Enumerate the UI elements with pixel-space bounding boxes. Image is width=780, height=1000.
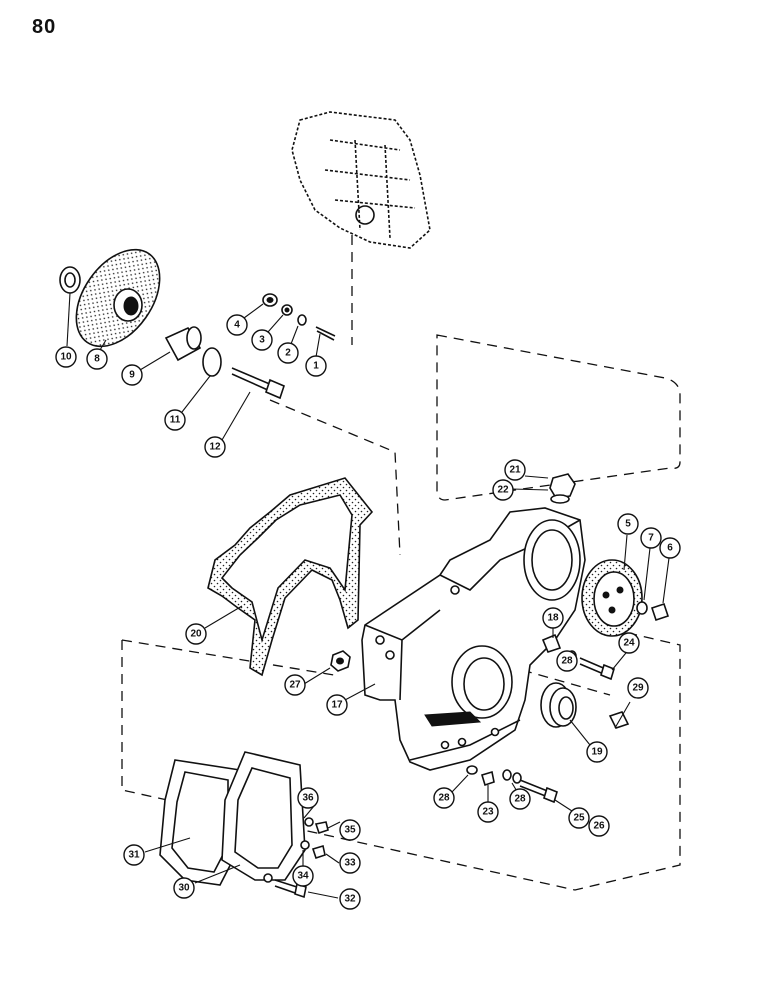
svg-text:10: 10 bbox=[60, 352, 72, 363]
plug-21-washer-22 bbox=[549, 473, 576, 504]
callout-11: 11 bbox=[164, 409, 186, 431]
svg-text:36: 36 bbox=[302, 793, 314, 804]
svg-text:35: 35 bbox=[344, 825, 356, 836]
callout-21: 21 bbox=[504, 459, 526, 481]
callout-5: 5 bbox=[617, 513, 639, 535]
callout-1: 1 bbox=[305, 355, 327, 377]
bolt-6 bbox=[650, 602, 670, 622]
svg-text:3: 3 bbox=[259, 335, 265, 346]
lower-hardware bbox=[466, 765, 558, 804]
callout-12: 12 bbox=[204, 436, 226, 458]
svg-text:24: 24 bbox=[623, 638, 635, 649]
callout-6: 6 bbox=[659, 537, 681, 559]
leader-lines bbox=[66, 292, 670, 899]
svg-text:33: 33 bbox=[344, 858, 356, 869]
callout-18: 18 bbox=[542, 607, 564, 629]
callout-28-left: 28 bbox=[433, 787, 455, 809]
svg-text:28: 28 bbox=[561, 656, 573, 667]
svg-text:34: 34 bbox=[297, 871, 309, 882]
callout-35: 35 bbox=[339, 819, 361, 841]
svg-text:5: 5 bbox=[625, 519, 631, 530]
svg-text:4: 4 bbox=[234, 320, 240, 331]
bolt-24 bbox=[579, 657, 615, 681]
callout-33: 33 bbox=[339, 852, 361, 874]
callout-31: 31 bbox=[123, 844, 145, 866]
callout-26: 26 bbox=[588, 815, 610, 837]
svg-text:17: 17 bbox=[331, 700, 343, 711]
svg-text:1: 1 bbox=[313, 361, 319, 372]
callout-10: 10 bbox=[55, 346, 77, 368]
svg-text:18: 18 bbox=[547, 613, 559, 624]
callout-3: 3 bbox=[251, 329, 273, 351]
svg-text:9: 9 bbox=[129, 370, 135, 381]
page-number: 80 bbox=[32, 16, 57, 38]
hardware-1-4 bbox=[262, 293, 336, 341]
svg-text:28: 28 bbox=[514, 794, 526, 805]
svg-text:7: 7 bbox=[648, 533, 654, 544]
svg-text:2: 2 bbox=[285, 348, 291, 359]
cover-gasket-31 bbox=[159, 759, 241, 886]
nut-27 bbox=[330, 650, 351, 672]
svg-text:6: 6 bbox=[667, 543, 673, 554]
hub-9 bbox=[164, 326, 202, 362]
callout-30: 30 bbox=[173, 877, 195, 899]
washer-11 bbox=[202, 347, 222, 377]
svg-text:28: 28 bbox=[438, 793, 450, 804]
svg-text:20: 20 bbox=[190, 629, 202, 640]
callout-25: 25 bbox=[568, 807, 590, 829]
svg-text:12: 12 bbox=[209, 442, 221, 453]
callout-19: 19 bbox=[586, 741, 608, 763]
assembly-dashed-lines bbox=[121, 235, 681, 891]
svg-text:32: 32 bbox=[344, 894, 356, 905]
callout-29: 29 bbox=[627, 677, 649, 699]
svg-text:26: 26 bbox=[593, 821, 605, 832]
callout-28-right: 28 bbox=[509, 788, 531, 810]
cover-hardware bbox=[263, 817, 329, 899]
svg-text:27: 27 bbox=[289, 680, 301, 691]
callout-17: 17 bbox=[326, 694, 348, 716]
svg-text:21: 21 bbox=[509, 465, 521, 476]
pump-gear-5 bbox=[581, 559, 643, 637]
svg-text:30: 30 bbox=[178, 883, 190, 894]
svg-text:29: 29 bbox=[632, 683, 644, 694]
svg-text:31: 31 bbox=[128, 850, 140, 861]
callout-24: 24 bbox=[618, 632, 640, 654]
callout-32: 32 bbox=[339, 888, 361, 910]
bushing-18 bbox=[541, 633, 562, 653]
callout-27: 27 bbox=[284, 674, 306, 696]
callout-4: 4 bbox=[226, 314, 248, 336]
callout-28-upper: 28 bbox=[556, 650, 578, 672]
svg-text:11: 11 bbox=[170, 415, 181, 426]
idler-gear-8 bbox=[59, 248, 161, 348]
svg-text:23: 23 bbox=[482, 807, 494, 818]
bolt-12 bbox=[231, 367, 285, 400]
svg-text:25: 25 bbox=[573, 813, 585, 824]
callout-7: 7 bbox=[640, 527, 662, 549]
callout-2: 2 bbox=[277, 342, 299, 364]
svg-text:19: 19 bbox=[591, 747, 603, 758]
callout-34: 34 bbox=[292, 865, 314, 887]
callout-8: 8 bbox=[86, 348, 108, 370]
washer-7 bbox=[636, 601, 648, 615]
callout-22: 22 bbox=[492, 479, 514, 501]
seal-19 bbox=[540, 682, 577, 728]
callout-23: 23 bbox=[477, 801, 499, 823]
svg-text:22: 22 bbox=[497, 485, 509, 496]
svg-text:8: 8 bbox=[94, 354, 100, 365]
gasket-20 bbox=[207, 477, 374, 677]
callout-20: 20 bbox=[185, 623, 207, 645]
timing-gear-housing-17 bbox=[361, 507, 586, 771]
cover-plate-30 bbox=[221, 751, 306, 881]
callout-9: 9 bbox=[121, 364, 143, 386]
injection-pump bbox=[291, 111, 431, 249]
callout-36: 36 bbox=[297, 787, 319, 809]
